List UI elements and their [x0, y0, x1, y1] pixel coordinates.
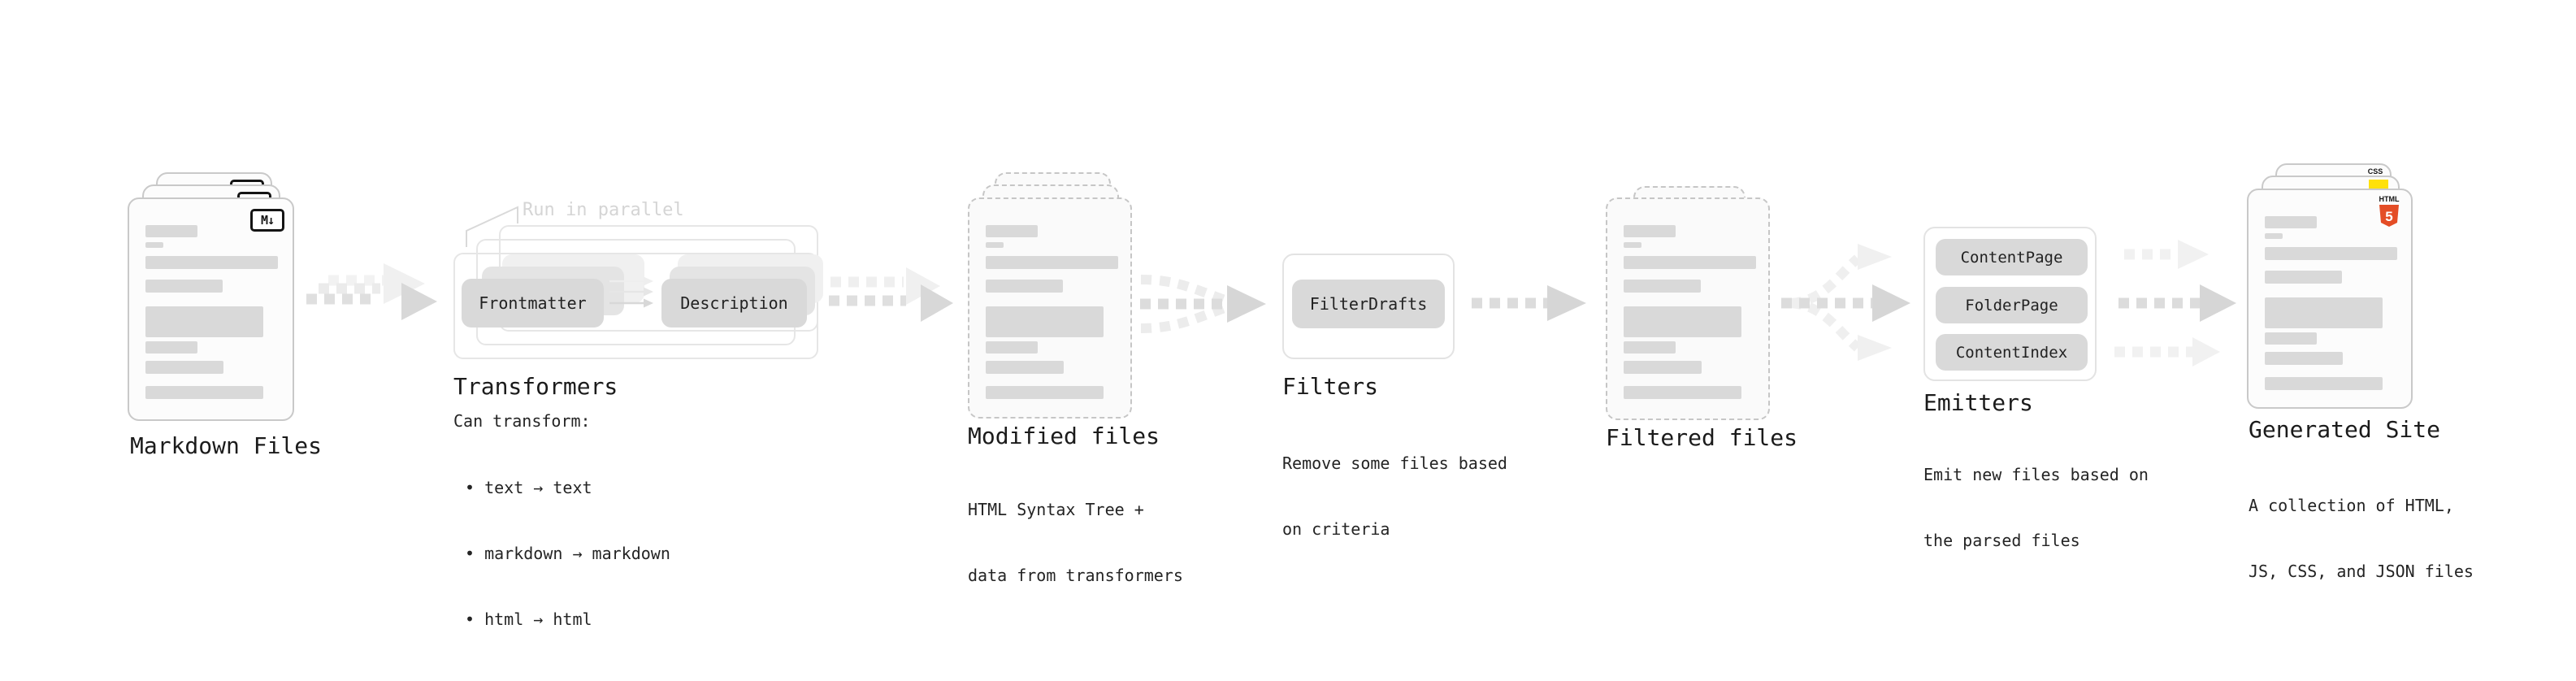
placeholder-text-bar	[145, 256, 278, 269]
arrow-filters-to-filtered	[1472, 285, 1586, 321]
bullet-item: • markdown → markdown	[465, 544, 670, 563]
generated-file-html: HTML 5	[2247, 189, 2413, 409]
transformers-subtitle: Can transform:	[453, 411, 591, 431]
svg-text:HTML: HTML	[2379, 195, 2400, 203]
placeholder-text-bar	[145, 386, 263, 399]
placeholder-text-bar	[1624, 361, 1702, 374]
placeholder-text-bar	[2265, 247, 2397, 260]
arrow-markdown-to-transformers	[306, 263, 437, 320]
modified-files-description: HTML Syntax Tree + data from transformer…	[968, 455, 1183, 631]
placeholder-text-bar	[1624, 242, 1641, 248]
filtered-files-title: Filtered files	[1606, 424, 1798, 451]
placeholder-text-bar	[2265, 216, 2317, 228]
filters-title: Filters	[1282, 373, 1379, 400]
placeholder-text-bar	[986, 242, 1004, 248]
parallel-arrows-icon	[609, 276, 653, 308]
generated-site-description: A collection of HTML, JS, CSS, and JSON …	[2249, 451, 2474, 627]
markdown-icon: M↓	[250, 209, 284, 232]
placeholder-text-bar	[145, 306, 263, 337]
arrow-modified-to-filters	[1140, 275, 1266, 333]
placeholder-text-bar	[2265, 377, 2383, 390]
placeholder-text-bar	[986, 386, 1104, 399]
placeholder-text-bar	[1624, 386, 1741, 399]
filters-description: Remove some files based on criteria	[1282, 409, 1507, 584]
placeholder-text-bar	[986, 361, 1064, 374]
arrow-filtered-to-emitters	[1781, 244, 1910, 361]
placeholder-text-bar	[145, 361, 223, 374]
placeholder-text-bar	[1624, 341, 1676, 354]
placeholder-text-bar	[1624, 256, 1756, 269]
description-line: the parsed files	[1923, 531, 2080, 550]
description-pill: Description	[661, 279, 807, 327]
placeholder-text-bar	[145, 225, 197, 237]
description-line: data from transformers	[968, 566, 1183, 585]
filterdrafts-pill: FilterDrafts	[1292, 280, 1445, 328]
placeholder-text-bar	[145, 341, 197, 354]
transformers-bullets: • text → text • markdown → markdown • ht…	[465, 433, 670, 674]
markdown-file-front: M↓	[128, 197, 294, 421]
placeholder-text-bar	[2265, 271, 2342, 284]
bullet-item: • text → text	[465, 478, 592, 497]
placeholder-text-bar	[986, 306, 1104, 337]
annotation-leader-line	[466, 206, 518, 247]
svg-text:CSS: CSS	[2368, 167, 2383, 176]
bullet-item: • html → html	[465, 609, 592, 629]
svg-text:5: 5	[2385, 209, 2392, 224]
placeholder-text-bar	[2265, 233, 2283, 239]
description-line: JS, CSS, and JSON files	[2249, 562, 2474, 581]
placeholder-text-bar	[1624, 280, 1701, 293]
run-in-parallel-annotation: Run in parallel	[523, 200, 684, 220]
markdown-files-title: Markdown Files	[130, 432, 323, 459]
emitters-description: Emit new files based on the parsed files	[1923, 420, 2149, 596]
placeholder-text-bar	[1624, 306, 1741, 337]
arrow-emitters-to-generated	[2114, 240, 2236, 367]
description-line: HTML Syntax Tree +	[968, 500, 1144, 519]
placeholder-text-bar	[2265, 352, 2343, 365]
transformers-title: Transformers	[453, 373, 618, 400]
folderpage-pill: FolderPage	[1936, 287, 2088, 323]
contentindex-pill: ContentIndex	[1936, 334, 2088, 371]
html5-icon: HTML 5	[2379, 195, 2400, 227]
transformer-box-front	[453, 253, 818, 359]
placeholder-text-bar	[2265, 332, 2317, 345]
placeholder-text-bar	[986, 280, 1063, 293]
description-line: Remove some files based	[1282, 453, 1507, 473]
description-line: Emit new files based on	[1923, 465, 2149, 484]
placeholder-text-bar	[986, 256, 1118, 269]
contentpage-pill: ContentPage	[1936, 239, 2088, 275]
emitters-box: ContentPage FolderPage ContentIndex	[1923, 227, 2097, 381]
placeholder-text-bar	[2265, 297, 2383, 328]
modified-files-title: Modified files	[968, 423, 1160, 449]
arrow-transformers-to-modified	[829, 267, 953, 322]
placeholder-text-bar	[145, 242, 163, 248]
frontmatter-pill: Frontmatter	[462, 279, 604, 327]
description-line: on criteria	[1282, 519, 1390, 539]
placeholder-text-bar	[1624, 225, 1676, 237]
emitters-title: Emitters	[1923, 389, 2033, 416]
placeholder-text-bar	[986, 341, 1038, 354]
generated-site-title: Generated Site	[2249, 416, 2441, 443]
modified-file-front	[968, 197, 1132, 419]
placeholder-text-bar	[145, 280, 223, 293]
description-line: A collection of HTML,	[2249, 496, 2454, 515]
placeholder-text-bar	[986, 225, 1038, 237]
filtered-file-front	[1606, 197, 1770, 420]
